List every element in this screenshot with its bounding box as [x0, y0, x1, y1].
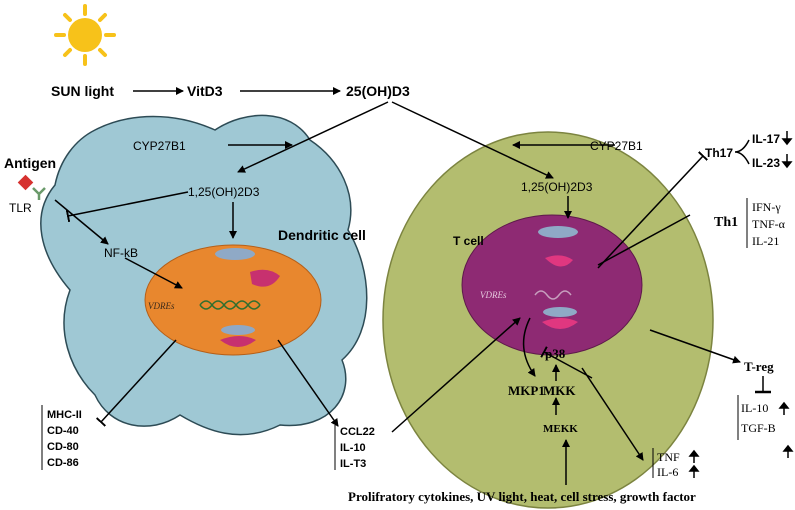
- oh25-label: 25(OH)D3: [346, 83, 410, 99]
- treg-cytokine-1: IL-10: [741, 401, 768, 415]
- change-indicator-icons: [688, 131, 794, 478]
- antigen-icon: [17, 174, 34, 191]
- tlr-receptor-icon: [32, 187, 46, 200]
- dendritic-cell-label: Dendritic cell: [278, 227, 366, 243]
- dna-strand-icon: [199, 300, 261, 310]
- nfkb-label: NF-kB: [104, 246, 138, 260]
- treg-cytokine-2: TGF-B: [741, 421, 776, 435]
- il17-label: IL-17: [752, 132, 780, 146]
- activation-arrows: [54, 87, 741, 485]
- tc-vdres-label: VDREs: [480, 290, 507, 300]
- th17-fork: [734, 139, 750, 165]
- antigen-label: Antigen: [4, 155, 56, 171]
- p38-label: p38: [545, 346, 566, 361]
- tc-cyp-label: CYP27B1: [590, 139, 643, 153]
- vdr-complex-icon: [215, 248, 280, 347]
- dc-cyp-label: CYP27B1: [133, 139, 186, 153]
- sunlight-label: SUN light: [51, 83, 114, 99]
- il23-label: IL-23: [752, 156, 780, 170]
- tc-calcitriol-label: 1,25(OH)2D3: [521, 180, 593, 194]
- th1-cytokine-3: IL-21: [752, 234, 779, 248]
- dc-marker-1: MHC-II: [47, 409, 82, 421]
- mkp1-label: MKP1: [508, 383, 545, 398]
- dna-icon: [199, 300, 261, 310]
- tcell-dna-icon: [534, 290, 572, 300]
- th1-cytokine-2: TNF-α: [752, 217, 786, 231]
- th1-cytokine-1: IFN-γ: [752, 200, 781, 214]
- vitd3-label: VitD3: [187, 83, 223, 99]
- dc-marker-4: CD-86: [47, 457, 79, 469]
- dendritic-nucleus: [144, 244, 322, 356]
- stimuli-label: Prolifratory cytokines, UV light, heat, …: [348, 489, 696, 504]
- p38-output-2: IL-6: [657, 465, 678, 479]
- dc-vdres-label: VDREs: [148, 301, 175, 311]
- mkk-label: MKK: [543, 383, 576, 398]
- dc-marker-3: CD-80: [47, 441, 79, 453]
- tlr-label: TLR: [9, 201, 32, 215]
- th1-label: Th1: [714, 215, 738, 230]
- tcell-nucleus: [461, 214, 643, 356]
- mekk-label: MEKK: [543, 423, 578, 435]
- dc-cytokine-3: IL-T3: [340, 458, 366, 470]
- bracket-lines: [41, 198, 748, 478]
- treg-label: T-reg: [744, 359, 774, 374]
- sun-icon: [54, 4, 116, 66]
- th17-label: Th17: [705, 146, 733, 160]
- tcell-label: T cell: [453, 234, 484, 248]
- p38-output-1: TNF: [657, 450, 680, 464]
- dc-calcitriol-label: 1,25(OH)2D3: [188, 185, 260, 199]
- tcell-vdr-complex-icon: [538, 226, 578, 329]
- dc-marker-2: CD-40: [47, 425, 79, 437]
- inhibition-lines: [65, 141, 771, 427]
- dc-cytokine-1: CCL22: [340, 426, 375, 438]
- dc-cytokine-2: IL-10: [340, 442, 366, 454]
